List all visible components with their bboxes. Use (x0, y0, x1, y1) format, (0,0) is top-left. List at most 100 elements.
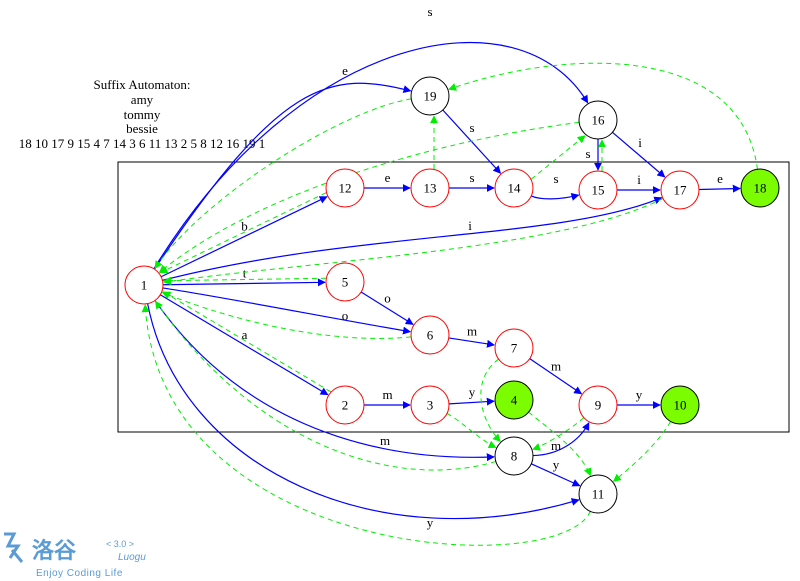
transition-label: y (636, 387, 643, 402)
caption-word: tommy (124, 107, 161, 122)
state-circle (578, 170, 618, 210)
state-node: 6 (410, 315, 450, 355)
state-circle (494, 436, 534, 476)
state-node: 10 (660, 385, 700, 425)
state-label: 15 (592, 183, 605, 198)
state-node: 5 (325, 262, 365, 302)
state-circle (325, 385, 365, 425)
suffix-link-edge (448, 62, 758, 170)
suffix-link-edge (159, 192, 327, 274)
state-node: 17 (660, 170, 700, 210)
transition-edge (532, 422, 590, 457)
cluster-box (117, 161, 790, 433)
transition-edge (531, 463, 581, 487)
accept-state-circle (494, 380, 534, 420)
state-label: 12 (339, 181, 352, 196)
state-node: 8 (494, 436, 534, 476)
transition-label: o (384, 291, 391, 306)
state-label: 5 (342, 275, 349, 290)
state-node: 3 (410, 385, 450, 425)
state-label: 2 (342, 398, 349, 413)
luogu-version: < 3.0 > (106, 539, 134, 549)
transition-label: s (553, 171, 558, 186)
transition-edge (154, 82, 412, 270)
state-circle (578, 385, 618, 425)
transition-label: m (467, 324, 477, 339)
transition-edge (698, 184, 741, 193)
transition-label: s (427, 4, 432, 19)
transition-label: s (585, 146, 590, 161)
transition-label: i (637, 172, 641, 187)
state-label: 11 (592, 487, 605, 502)
state-label: 1 (141, 278, 148, 293)
transition-label: i (468, 218, 472, 233)
transition-label: e (717, 171, 723, 186)
state-node: 11 (578, 474, 618, 514)
state-node: 12 (325, 168, 365, 208)
state-circle (124, 265, 164, 305)
suffix-link-edge (154, 98, 412, 269)
transition-label: m (382, 387, 392, 402)
caption-word: bessie (126, 121, 158, 136)
transition-label: m (551, 438, 561, 453)
transition-edge (153, 41, 589, 270)
transition-label: o (342, 308, 349, 323)
transition-label: t (243, 266, 247, 281)
caption: Suffix Automaton: amy tommy bessie 18 10… (19, 77, 266, 151)
suffix-link-edge (480, 358, 501, 443)
transition-label: i (638, 135, 642, 150)
transition-edge (162, 196, 663, 281)
state-label: 17 (674, 183, 688, 198)
suffix-link-edge (530, 135, 586, 180)
suffix-link-edge (446, 413, 497, 449)
transition-edge (162, 278, 326, 287)
state-node: 18 (740, 168, 780, 208)
suffix-link-edge (532, 417, 585, 451)
state-circle (660, 170, 700, 210)
state-node: 9 (578, 385, 618, 425)
transition-edge (531, 193, 580, 201)
state-circle (578, 474, 618, 514)
luogu-romanized: Luogu (118, 552, 146, 563)
state-label: 16 (592, 113, 606, 128)
transition-edge (147, 303, 580, 520)
state-circle (410, 315, 450, 355)
state-label: 18 (754, 181, 767, 196)
state-circle (578, 100, 618, 140)
suffix-link-edge (161, 291, 412, 339)
suffix-link-edge (162, 291, 331, 393)
state-node: 4 (494, 380, 534, 420)
state-label: 3 (427, 398, 434, 413)
state-label: 10 (674, 398, 687, 413)
transition-label: y (553, 457, 560, 472)
transition-label: s (469, 170, 474, 185)
transition-edge (162, 287, 412, 335)
transition-label: s (469, 120, 474, 135)
state-node: 1 (124, 265, 164, 305)
transition-edge (160, 196, 328, 278)
transition-label: a (242, 327, 248, 342)
state-node: 2 (325, 385, 365, 425)
state-label: 6 (427, 328, 434, 343)
transition-edge (529, 358, 583, 395)
state-circle (410, 76, 450, 116)
state-label: 7 (511, 341, 518, 356)
state-circle (410, 168, 450, 208)
luogu-logo-icon (4, 532, 24, 563)
transition-label: e (342, 63, 348, 78)
luogu-brand: 洛谷 (32, 538, 77, 563)
state-circle (325, 262, 365, 302)
suffix-link-edge (612, 421, 672, 482)
transition-label: y (427, 515, 434, 530)
transition-label: m (380, 433, 390, 448)
suffix-link-edge (163, 198, 664, 286)
transition-edge (448, 397, 495, 406)
state-node: 16 (578, 100, 618, 140)
state-label: 4 (511, 393, 518, 408)
state-label: 19 (424, 89, 437, 104)
transition-edge (612, 131, 666, 178)
suffix-link-edge (528, 411, 592, 477)
